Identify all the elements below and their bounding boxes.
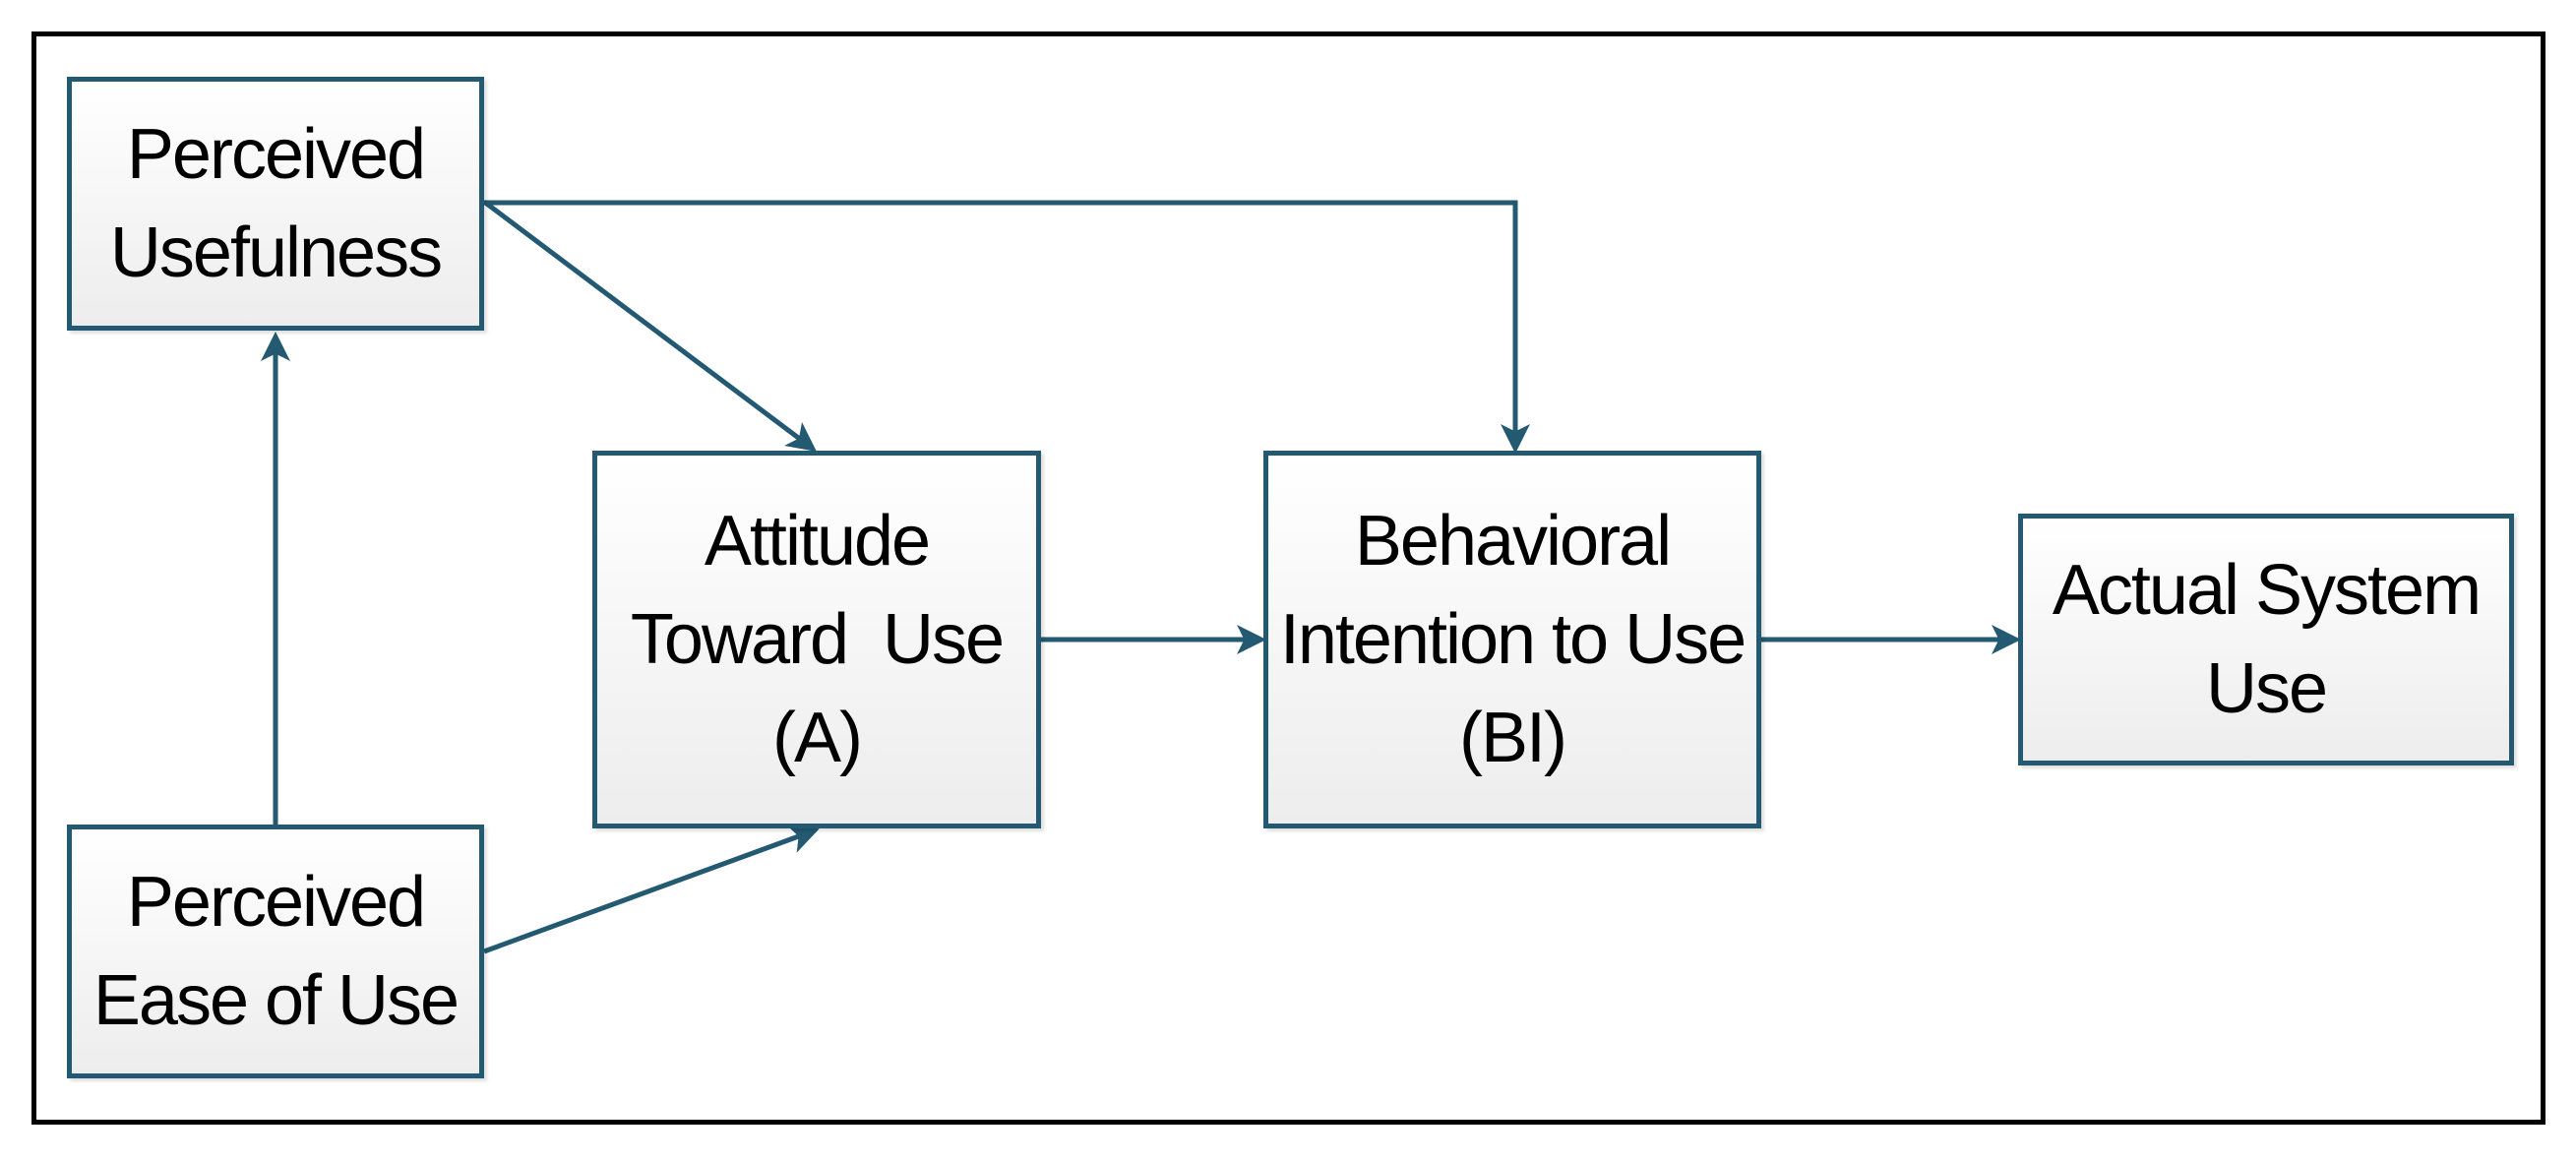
perceived-ease-of-use-line-1: Perceived bbox=[126, 863, 426, 942]
arrow-ease-to-attitude bbox=[483, 825, 820, 954]
perceived-usefulness-line-2: Usefulness bbox=[109, 214, 443, 292]
actual-system-use-box: Actual System Use bbox=[2018, 514, 2514, 765]
behavioral-intention-line-1: Behavioral bbox=[1354, 502, 1672, 581]
behavioral-intention-line-3: (BI) bbox=[1459, 699, 1567, 777]
actual-use-line-2: Use bbox=[2205, 649, 2328, 728]
attitude-line-1: Attitude bbox=[704, 502, 931, 581]
perceived-ease-of-use-line-2: Ease of Use bbox=[92, 961, 460, 1040]
perceived-ease-of-use-box: Perceived Ease of Use bbox=[67, 825, 484, 1078]
attitude-line-3: (A) bbox=[772, 699, 863, 777]
actual-use-line-1: Actual System bbox=[2052, 551, 2482, 630]
attitude-toward-use-box: Attitude Toward Use (A) bbox=[592, 451, 1041, 828]
arrow-usefulness-to-intention bbox=[484, 200, 1530, 454]
perceived-usefulness-box: Perceived Usefulness bbox=[67, 77, 484, 331]
diagram-frame bbox=[31, 31, 2545, 1125]
behavioral-intention-box: Behavioral Intention to Use (BI) bbox=[1263, 451, 1761, 828]
perceived-usefulness-line-1: Perceived bbox=[126, 115, 426, 194]
behavioral-intention-line-2: Intention to Use bbox=[1279, 600, 1747, 679]
attitude-line-2: Toward Use bbox=[630, 600, 1005, 679]
arrow-usefulness-to-attitude bbox=[482, 200, 817, 453]
